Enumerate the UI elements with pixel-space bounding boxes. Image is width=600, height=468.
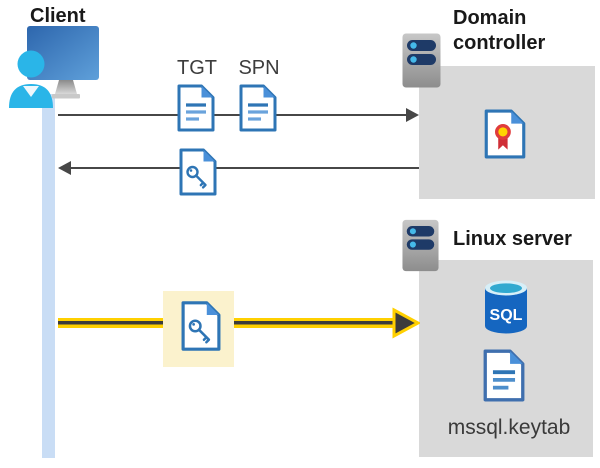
spn-label: SPN bbox=[238, 57, 280, 79]
request-arrowhead-icon bbox=[406, 108, 419, 122]
keytab-document-icon bbox=[483, 349, 525, 402]
response-arrowhead-icon bbox=[58, 161, 71, 175]
domain-controller-label: Domain controller bbox=[453, 7, 546, 54]
sql-text: SQL bbox=[490, 307, 523, 324]
linux-server-label: Linux server bbox=[453, 228, 572, 250]
tgt-label: TGT bbox=[177, 57, 217, 79]
tgt-document-icon bbox=[177, 84, 215, 132]
request-arrow-line bbox=[58, 114, 406, 116]
certificate-icon bbox=[484, 109, 526, 159]
sql-database-icon: SQL bbox=[485, 280, 527, 334]
service-ticket-key-document-icon bbox=[181, 301, 221, 351]
key-document-icon bbox=[179, 148, 217, 196]
service-ticket-arrowhead-icon bbox=[392, 307, 420, 339]
monitor-icon bbox=[27, 26, 99, 80]
person-icon bbox=[17, 50, 45, 78]
keytab-label: mssql.keytab bbox=[447, 416, 571, 439]
spn-document-icon bbox=[239, 84, 277, 132]
client-label: Client bbox=[30, 5, 86, 27]
response-arrow-line bbox=[68, 167, 419, 169]
linux-server-server-icon bbox=[402, 219, 439, 272]
domain-controller-server-icon bbox=[402, 33, 441, 88]
client-lifeline bbox=[42, 94, 55, 458]
client-user-monitor-icon bbox=[9, 26, 99, 108]
